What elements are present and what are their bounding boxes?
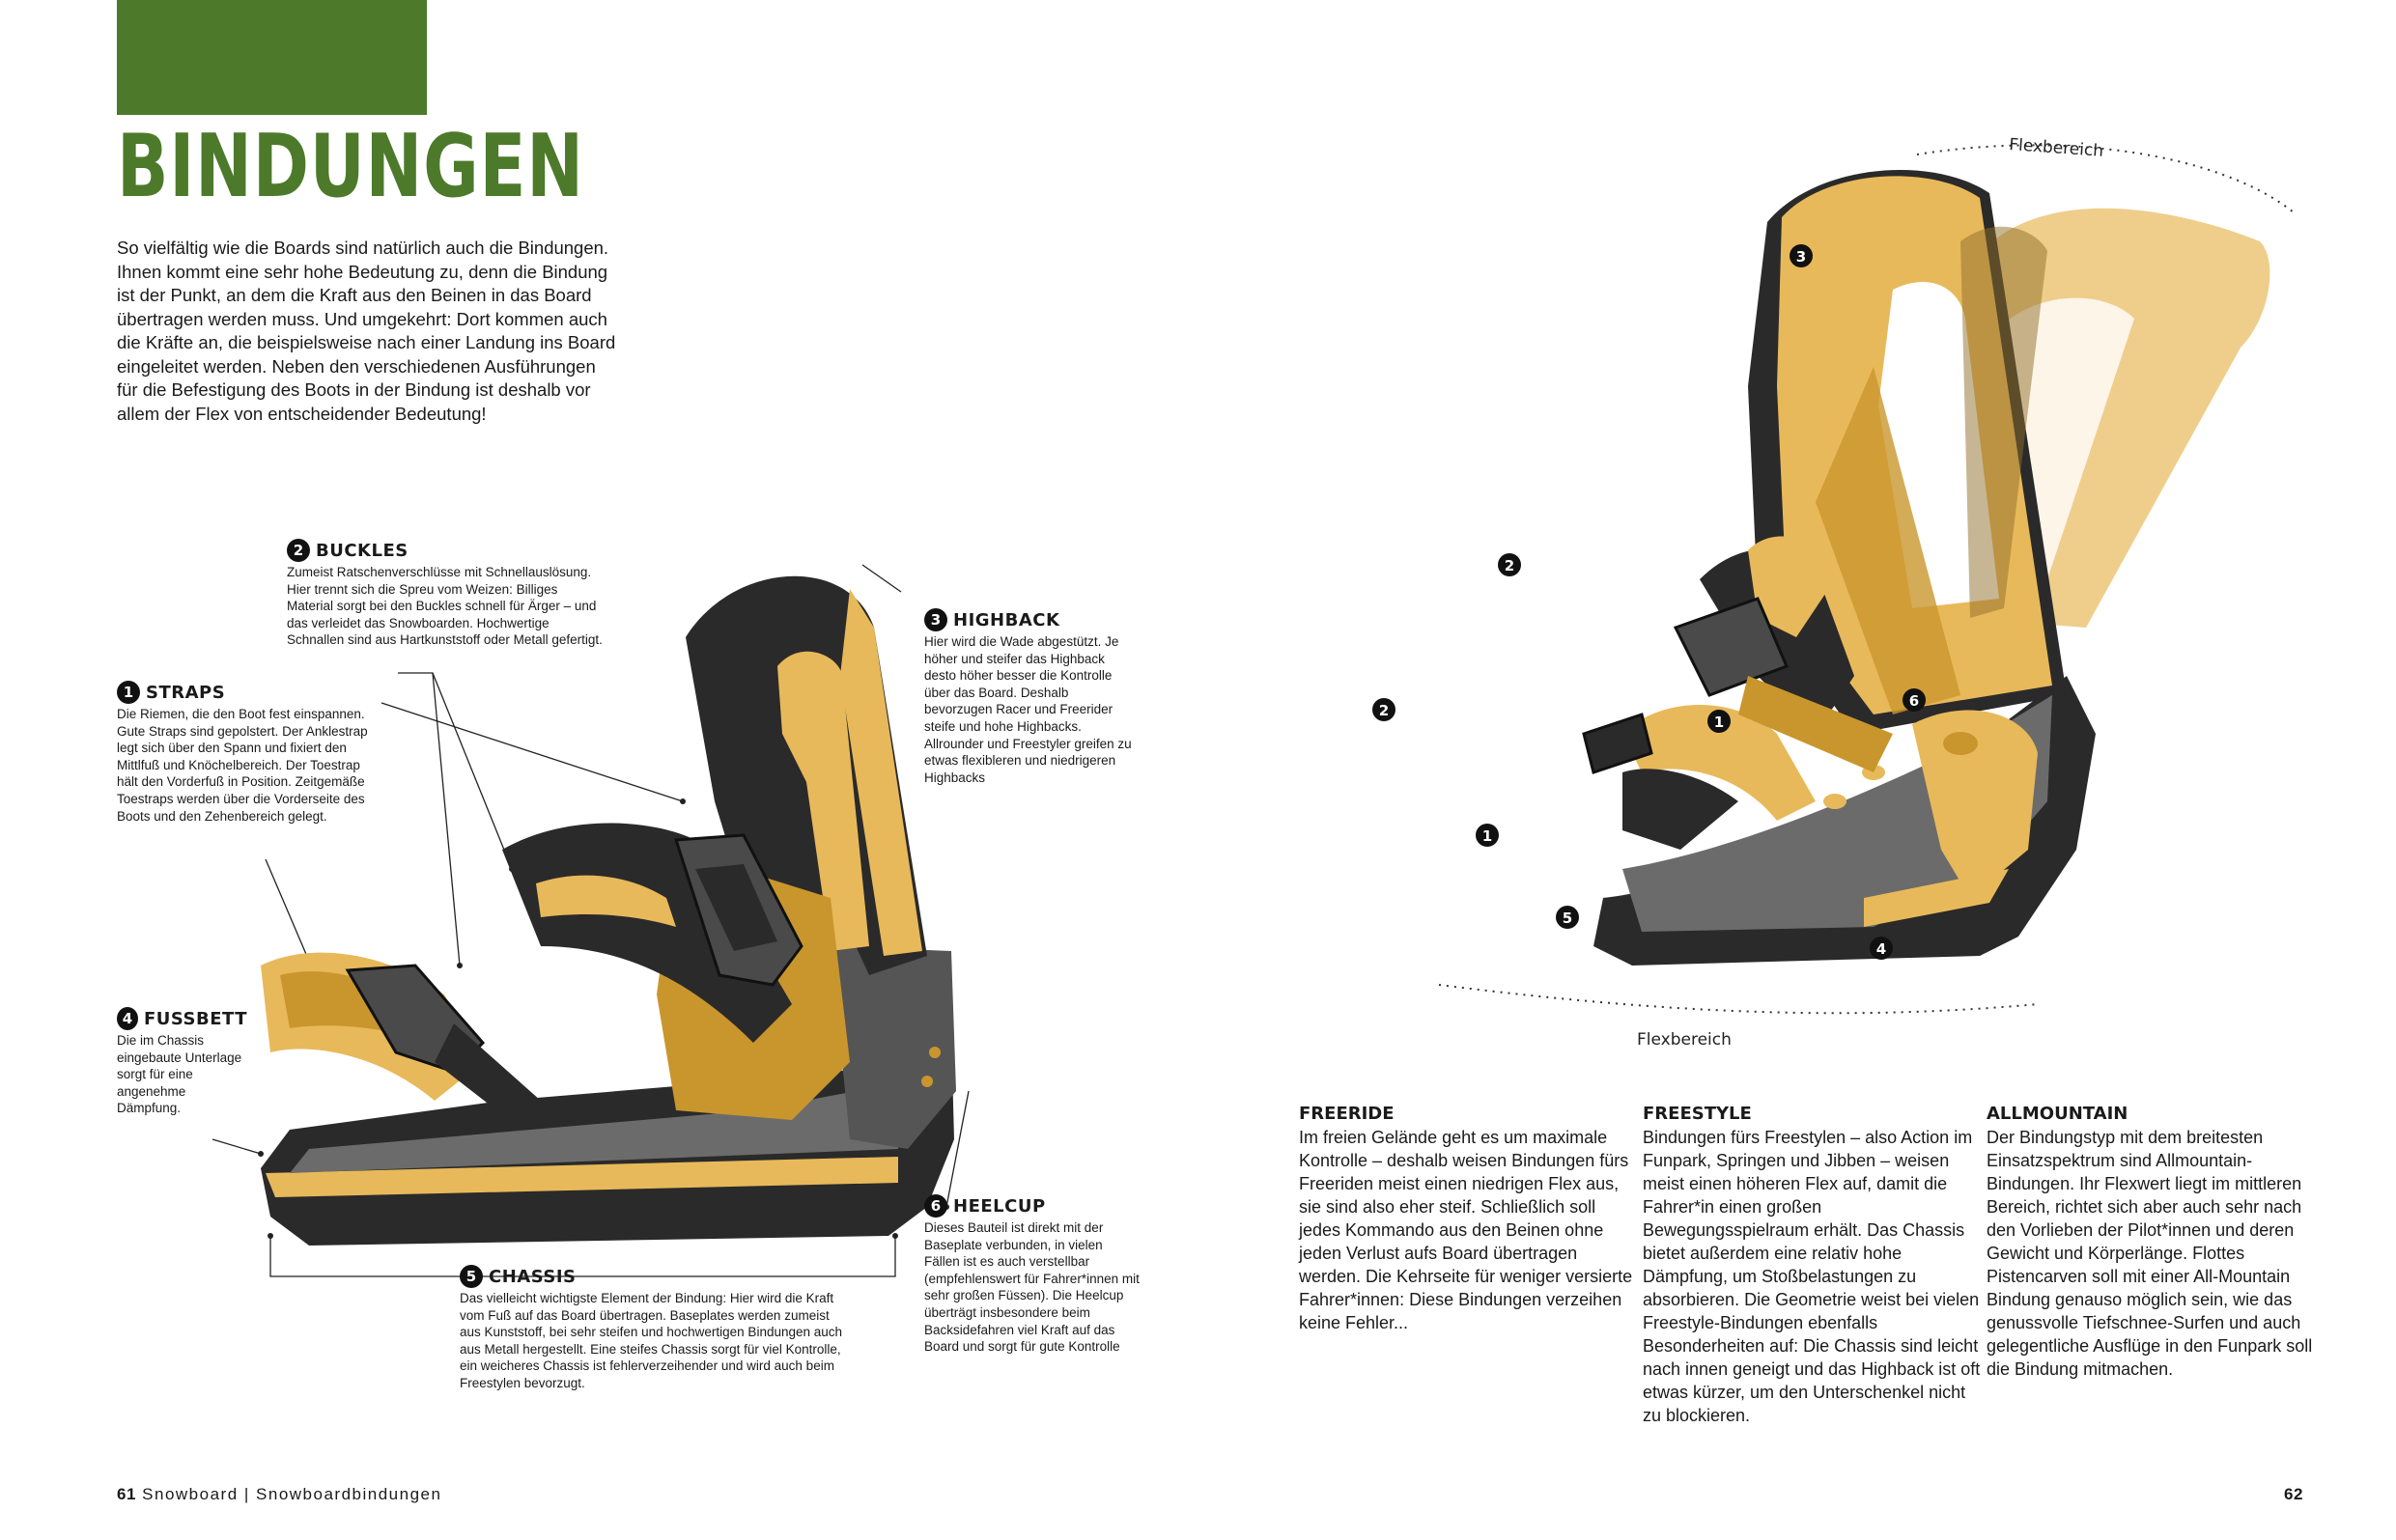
callout-chassis-body: Das vielleicht wichtigste Element der Bi…: [460, 1291, 843, 1390]
callout-heelcup-body: Dieses Bauteil ist direkt mit der Basepl…: [924, 1220, 1140, 1355]
marker-5-icon: 5: [460, 1265, 483, 1288]
column-freestyle-title: FREESTYLE: [1643, 1104, 1752, 1124]
diagram-marker-2b: 2: [1372, 698, 1395, 721]
footer-right: 62: [2284, 1485, 2303, 1504]
diagram-marker-1a: 1: [1707, 710, 1731, 733]
callout-heelcup-title: HEELCUP: [953, 1195, 1046, 1217]
diagram-marker-2a: 2: [1498, 553, 1521, 576]
binding-illustration-right: Flexbereich Flexbereich 3 2 2 1 1 6 5 4: [1372, 135, 2295, 1050]
binding-illustration-left: [211, 564, 970, 1277]
diagram-marker-5: 5: [1556, 906, 1579, 929]
intro-paragraph: So vielfältig wie die Boards sind natürl…: [117, 238, 616, 424]
diagram-marker-1b: 1: [1476, 824, 1499, 847]
marker-1-icon: 1: [117, 681, 140, 704]
callout-straps-title: STRAPS: [146, 682, 226, 703]
diagram-marker-3: 3: [1790, 244, 1813, 267]
callout-heelcup: 6 HEELCUP Dieses Bauteil ist direkt mit d…: [924, 1194, 1142, 1356]
callout-highback: 3 HIGHBACK Hier wird die Wade abgestützt.…: [924, 608, 1137, 786]
svg-text:4: 4: [1876, 940, 1886, 958]
column-freeride-body: Im freien Gelände geht es um maximale Ko…: [1299, 1128, 1633, 1332]
callout-buckles-body: Zumeist Ratschenverschlüsse mit Schnella…: [287, 565, 603, 648]
callout-straps: 1 STRAPS Die Riemen, die den Boot fest ei…: [117, 681, 373, 825]
callout-buckles-title: BUCKLES: [316, 540, 409, 561]
callout-leader-lines: [211, 564, 970, 1277]
column-freeride: FREERIDE Im freien Gelände geht es um ma…: [1299, 1104, 1637, 1334]
toe-strap-right-shape: [1622, 705, 1816, 821]
column-freeride-title: FREERIDE: [1299, 1104, 1395, 1124]
svg-text:2: 2: [1505, 557, 1514, 574]
marker-4-icon: 4: [117, 1007, 138, 1030]
page-number-left: 61: [117, 1485, 136, 1503]
flex-label-bottom: Flexbereich: [1637, 1030, 1732, 1050]
svg-text:1: 1: [1482, 827, 1492, 845]
svg-text:1: 1: [1714, 714, 1724, 731]
page-title: BINDUNGEN: [117, 116, 584, 217]
flex-arc-bottom: [1438, 984, 2039, 1015]
flex-label-top: Flexbereich: [2009, 135, 2104, 161]
header-color-block: [117, 0, 427, 115]
diagram-marker-6: 6: [1903, 688, 1926, 712]
callout-buckles: 2 BUCKLES Zumeist Ratschenverschlüsse mit…: [287, 539, 606, 649]
footer-section: Snowboard | Snowboardbindungen: [142, 1485, 442, 1503]
svg-text:3: 3: [1796, 248, 1806, 266]
flex-arc-top: [1916, 144, 2295, 213]
footbed-shape: [266, 1157, 898, 1197]
column-freestyle: FREESTYLE Bindungen fürs Freestylen – al…: [1643, 1104, 1981, 1427]
column-allmountain-title: ALLMOUNTAIN: [1987, 1104, 2128, 1124]
marker-6-icon: 6: [924, 1194, 947, 1218]
callout-chassis: 5 CHASSIS Das vielleicht wichtigste Eleme…: [460, 1265, 846, 1392]
svg-text:5: 5: [1563, 910, 1572, 927]
column-allmountain-body: Der Bindungstyp mit dem breitesten Einsa…: [1987, 1128, 2313, 1379]
callout-straps-body: Die Riemen, die den Boot fest einspannen…: [117, 707, 368, 824]
footer-left: 61 Snowboard | Snowboardbindungen: [117, 1485, 441, 1504]
callout-fussbett-title: FUSSBETT: [143, 1008, 247, 1029]
page-number-right: 62: [2284, 1485, 2303, 1503]
callout-highback-title: HIGHBACK: [953, 609, 1060, 630]
column-freestyle-body: Bindungen fürs Freestylen – also Action …: [1643, 1128, 1981, 1425]
marker-2-icon: 2: [287, 539, 310, 562]
marker-3-icon: 3: [924, 608, 947, 631]
column-allmountain: ALLMOUNTAIN Der Bindungstyp mit dem brei…: [1987, 1104, 2325, 1381]
diagram-markers: 3 2 2 1 1 6 5 4: [1372, 244, 1926, 960]
callout-highback-body: Hier wird die Wade abgestützt. Je höher …: [924, 634, 1132, 785]
svg-text:2: 2: [1379, 702, 1389, 719]
svg-text:6: 6: [1909, 692, 1919, 710]
callout-fussbett-body: Die im Chassis eingebaute Unterlage sorg…: [117, 1033, 242, 1116]
callout-chassis-title: CHASSIS: [489, 1266, 577, 1287]
diagram-marker-4: 4: [1870, 937, 1893, 960]
